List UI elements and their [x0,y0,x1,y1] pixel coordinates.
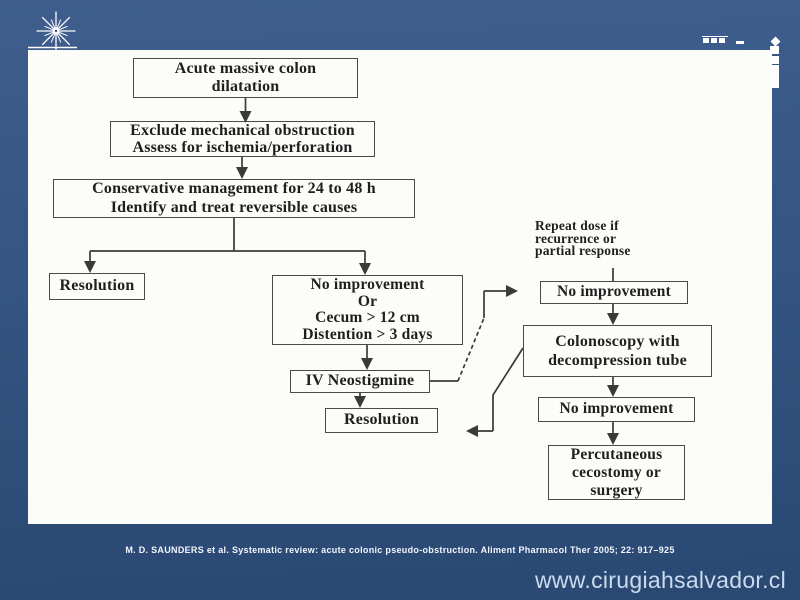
decoration-column-icon [770,46,779,88]
line-neostigmine-dashed-segment [457,317,485,382]
flow-box-acute-dilatation: Acute massive colon dilatation [133,58,358,98]
flow-box-resolution-1: Resolution [49,273,145,300]
flow-box-iv-neostigmine: IV Neostigmine [290,370,430,393]
repeat-dose-annotation: Repeat dose if recurrence or partial res… [535,218,631,258]
flow-box-percutaneous-cecostomy: Percutaneous cecostomy or surgery [548,445,685,500]
flowchart-connectors [84,98,619,445]
flow-box-conservative-management: Conservative management for 24 to 48 h I… [53,179,415,218]
citation-text: M. D. SAUNDERS et al. Systematic review:… [125,545,675,555]
starburst-logo [28,11,77,51]
line-colonoscopy-to-resolution [492,347,524,431]
flow-box-colonoscopy: Colonoscopy with decompression tube [523,325,712,377]
website-url: www.cirugiahsalvador.cl [534,567,786,593]
flow-box-no-improvement-criteria: No improvement Or Cecum > 12 cm Distenti… [272,275,463,345]
flow-box-no-improvement-2: No improvement [538,397,695,422]
flow-box-exclude-obstruction: Exclude mechanical obstruction Assess fo… [110,121,375,157]
flow-box-resolution-2: Resolution [325,408,438,433]
decoration-star-icon [770,36,781,47]
decoration-dash-icon [736,41,744,44]
branch-split-line [90,218,365,252]
slide-content-panel: Acute massive colon dilatation Exclude m… [28,50,772,524]
decoration-squares-icon [702,36,728,47]
flow-box-no-improvement-1: No improvement [540,281,688,304]
line-neostigmine-to-right-column [430,291,485,382]
